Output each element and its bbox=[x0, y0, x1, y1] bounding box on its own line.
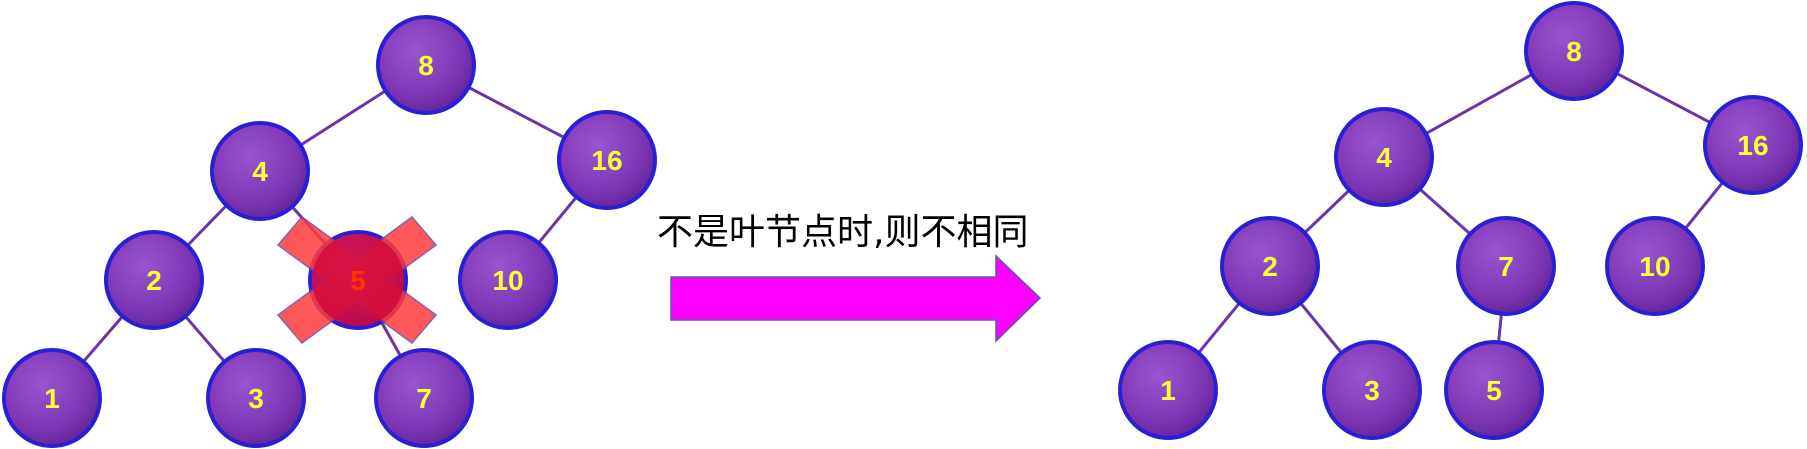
before-node-label-4: 4 bbox=[252, 156, 268, 187]
after-node-label-5: 5 bbox=[1486, 375, 1502, 406]
before-node-label-3: 3 bbox=[248, 383, 264, 414]
before-node-label-2: 2 bbox=[146, 265, 162, 296]
after-node-3 bbox=[1322, 340, 1422, 440]
caption-text: 不是叶节点时,则不相同 bbox=[657, 212, 1028, 253]
after-node-2 bbox=[1220, 216, 1320, 316]
before-node-2 bbox=[104, 230, 204, 330]
after-node-label-10: 10 bbox=[1639, 251, 1670, 282]
before-node-label-8: 8 bbox=[418, 50, 434, 81]
before-node-8 bbox=[376, 15, 476, 115]
after-node-label-4: 4 bbox=[1376, 142, 1392, 173]
before-node-label-1: 1 bbox=[44, 383, 60, 414]
after-node-4 bbox=[1334, 107, 1434, 207]
before-node-label-10: 10 bbox=[492, 265, 523, 296]
after-node-8 bbox=[1524, 1, 1624, 101]
after-node-label-7: 7 bbox=[1498, 251, 1514, 282]
after-node-7 bbox=[1456, 216, 1556, 316]
before-node-1 bbox=[2, 348, 102, 448]
delete-cross-layer bbox=[276, 215, 438, 345]
right-arrow-icon bbox=[670, 254, 1042, 343]
before-node-label-16: 16 bbox=[591, 145, 622, 176]
before-node-label-5: 5 bbox=[350, 265, 366, 296]
after-node-label-2: 2 bbox=[1262, 251, 1278, 282]
before-node-7 bbox=[374, 348, 474, 448]
before-node-16 bbox=[557, 110, 657, 210]
after-node-1 bbox=[1118, 340, 1218, 440]
after-node-10 bbox=[1605, 216, 1705, 316]
delete-cross-icon bbox=[276, 215, 438, 345]
before-node-label-7: 7 bbox=[416, 383, 432, 414]
after-node-label-8: 8 bbox=[1566, 36, 1582, 67]
before-node-4 bbox=[210, 121, 310, 221]
before-node-3 bbox=[206, 348, 306, 448]
after-node-label-3: 3 bbox=[1364, 375, 1380, 406]
after-node-label-16: 16 bbox=[1737, 130, 1768, 161]
after-node-16 bbox=[1703, 95, 1803, 195]
before-node-10 bbox=[458, 230, 558, 330]
after-node-5 bbox=[1444, 340, 1544, 440]
after-node-label-1: 1 bbox=[1160, 375, 1176, 406]
